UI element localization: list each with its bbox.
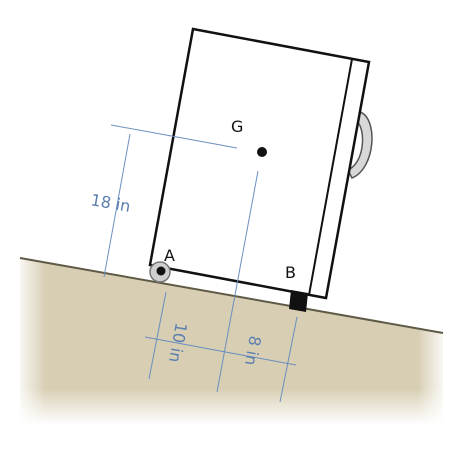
dimension-base-lines: [144, 170, 298, 403]
block-b: [289, 290, 308, 312]
dimension-label-8in: 8 in: [241, 334, 265, 367]
label-g: G: [231, 117, 243, 136]
label-b: B: [285, 263, 296, 282]
cabinet-handle: [346, 111, 373, 179]
cabinet-door-edge: [308, 58, 353, 296]
center-of-gravity-dot: [257, 147, 267, 157]
ground-surface-line: [19, 257, 444, 334]
cabinet-body: [148, 27, 371, 300]
ground-edge-fade: [20, 255, 443, 430]
dimension-18in: [103, 124, 238, 278]
dimension-label-18in: 18 in: [89, 190, 132, 216]
label-a: A: [164, 246, 175, 265]
point-a-dot: [156, 266, 166, 276]
